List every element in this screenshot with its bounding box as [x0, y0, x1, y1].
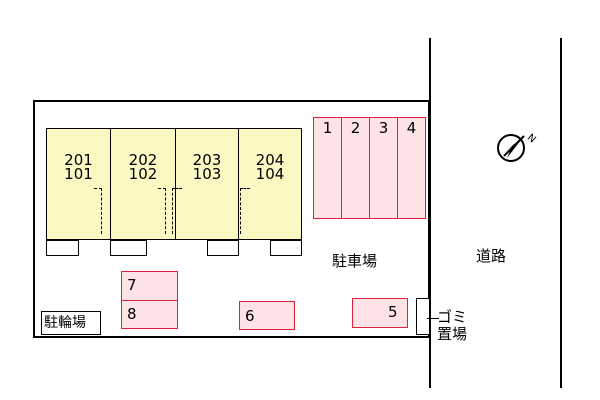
parking-number: 6: [245, 307, 255, 325]
garbage-label-line2: 置場: [437, 325, 468, 343]
entrance-step: [110, 240, 147, 256]
bicycle-parking-label: 駐輪場: [44, 315, 86, 331]
unit-202-102: 202 102: [110, 128, 176, 240]
unit-upper-number: 204: [255, 151, 285, 169]
unit-lower-number: 101: [64, 165, 93, 183]
parking-space-2: 2: [341, 117, 370, 219]
parking-number: 3: [378, 119, 389, 137]
unit-lower-number: 102: [128, 165, 158, 183]
parking-space-1: 1: [313, 117, 342, 219]
parking-space-4: 4: [397, 117, 426, 219]
interior-dashed-line: [240, 188, 250, 234]
parking-number: 2: [350, 119, 361, 137]
unit-lower-number: 103: [192, 165, 222, 183]
north-label: N: [525, 132, 538, 145]
garbage-label-line1: ゴミ: [437, 308, 468, 326]
garbage-leader-line: [427, 318, 439, 319]
parking-space-7: 7: [121, 271, 178, 301]
parking-space-5: 5: [352, 298, 408, 328]
road-left-edge: [429, 38, 431, 388]
bicycle-parking: [41, 311, 101, 335]
unit-204-104: 204 104: [238, 128, 302, 240]
parking-space-3: 3: [369, 117, 398, 219]
unit-201-101: 201 101: [46, 128, 111, 240]
parking-number: 7: [127, 276, 137, 294]
road-right-edge: [560, 38, 562, 388]
parking-number: 5: [388, 303, 398, 321]
interior-dashed-line: [158, 188, 166, 234]
parking-number: 8: [127, 305, 137, 323]
parking-number: 1: [322, 119, 333, 137]
entrance-step: [207, 240, 239, 256]
unit-upper-number: 203: [192, 151, 222, 169]
parking-space-6: 6: [239, 301, 295, 330]
unit-upper-number: 202: [128, 151, 158, 169]
entrance-step: [46, 240, 79, 256]
garbage-box: [416, 298, 430, 335]
parking-lot-label: 駐車場: [332, 252, 378, 270]
road-label: 道路: [476, 247, 507, 265]
interior-dashed-line: [172, 188, 182, 234]
unit-upper-number: 201: [64, 151, 93, 169]
entrance-step: [270, 240, 302, 256]
interior-dashed-line: [94, 188, 102, 234]
unit-lower-number: 104: [255, 165, 285, 183]
north-compass-icon: N: [493, 128, 541, 168]
parking-space-8: 8: [121, 300, 178, 329]
unit-203-103: 203 103: [175, 128, 239, 240]
parking-number: 4: [406, 119, 417, 137]
